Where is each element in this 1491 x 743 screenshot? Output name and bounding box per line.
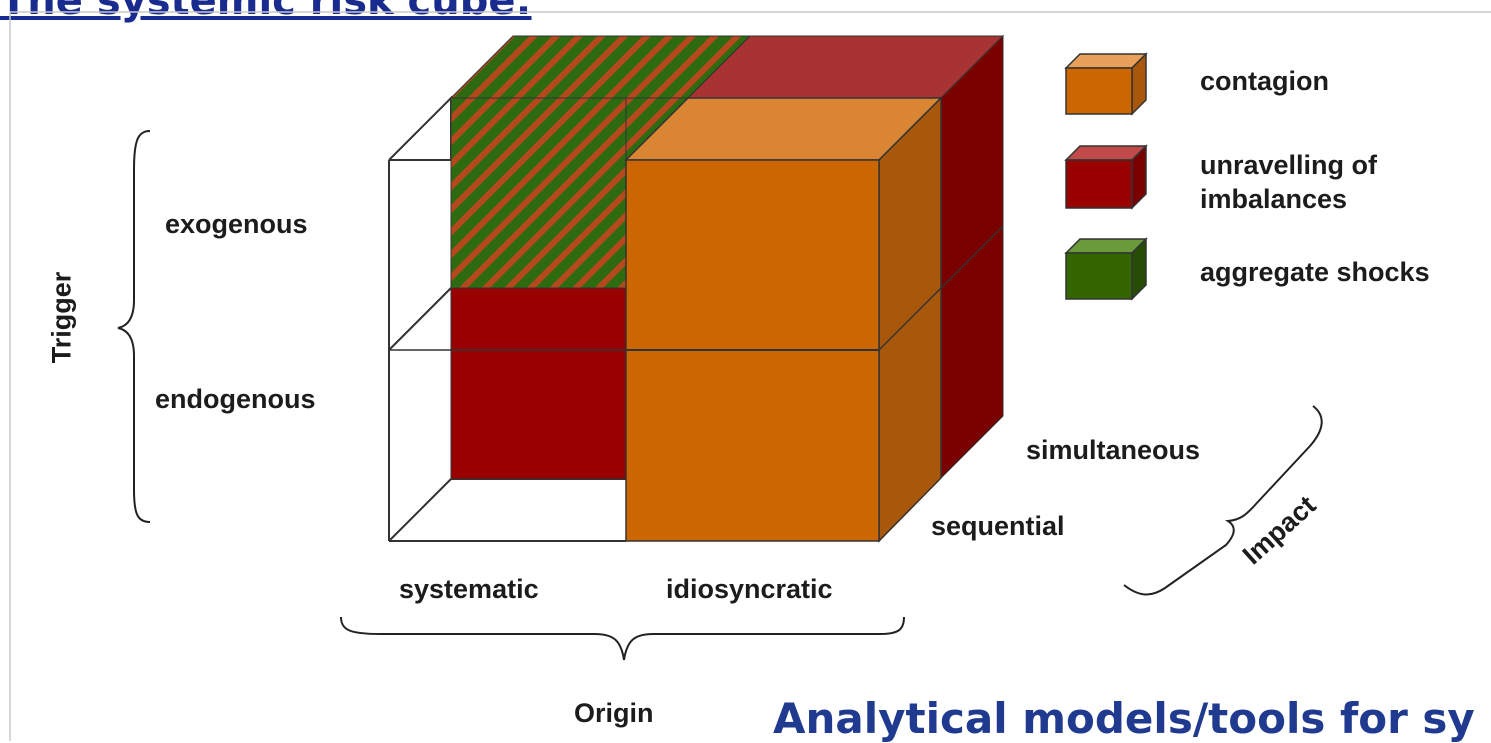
origin-level-idiosyncratic: idiosyncratic — [666, 574, 833, 604]
next-section-title: Analytical models/tools for sy — [773, 694, 1475, 743]
front-red-systematic — [450, 287, 627, 480]
origin-level-systematic: systematic — [399, 574, 539, 604]
legend-label-unravelling-line2: imbalances — [1200, 184, 1348, 214]
legend-label-contagion: contagion — [1200, 66, 1329, 96]
legend-label-aggregate-shocks: aggregate shocks — [1200, 257, 1430, 287]
legend-label-unravelling-line1: unravelling of — [1200, 150, 1378, 180]
trigger-level-exogenous: exogenous — [165, 209, 308, 239]
legend-swatch-contagion — [1064, 52, 1148, 116]
impact-brace — [1123, 405, 1323, 596]
front-striped-exogenous — [450, 97, 627, 289]
origin-brace — [340, 616, 905, 661]
legend-swatch-aggregate-shocks — [1064, 237, 1148, 301]
origin-axis-label: Origin — [574, 698, 654, 728]
trigger-axis-label: Trigger — [46, 271, 77, 364]
trigger-level-endogenous: endogenous — [155, 384, 316, 414]
impact-level-simultaneous: simultaneous — [1026, 435, 1201, 465]
legend-swatch-unravelling — [1064, 144, 1148, 210]
impact-level-sequential: sequential — [931, 511, 1065, 541]
trigger-brace — [117, 130, 151, 523]
